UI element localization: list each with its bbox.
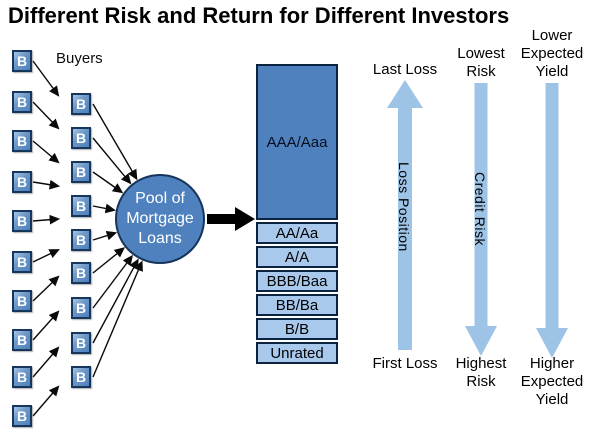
axis-label-line: Lowest: [457, 45, 505, 62]
tranche-row-unrated: Unrated: [256, 342, 338, 364]
buyer-arrow-right-7: [92, 254, 133, 309]
axis-label-line: Higher: [529, 355, 575, 372]
axis-label-line: Expected: [520, 373, 584, 390]
tranche-row-a-a: A/A: [256, 246, 338, 268]
buyer-arrow-left-3: [32, 140, 60, 164]
pool-text-line: Loans: [138, 230, 182, 247]
buyer-node-right-3: B: [71, 161, 91, 183]
tranche-row-aaa-aaa: AAA/Aaa: [256, 64, 338, 220]
axis-label-line: Yield: [535, 391, 569, 408]
buyer-node-left-6: B: [12, 251, 32, 273]
pool-to-tranches-arrow: [207, 207, 255, 231]
axis-label-line: Yield: [535, 63, 569, 80]
tranche-row-bbb-baa: BBB/Baa: [256, 270, 338, 292]
buyer-arrow-right-4: [92, 203, 116, 214]
buyer-node-left-3: B: [12, 130, 32, 152]
buyer-node-left-1: B: [12, 50, 32, 72]
buyer-arrow-right-9: [92, 260, 143, 378]
axis-label-line: Risk: [466, 63, 496, 80]
buyer-node-right-2: B: [71, 127, 91, 149]
buyer-arrow-right-5: [92, 230, 118, 241]
buyer-arrow-left-1: [32, 60, 60, 97]
buyer-arrow-left-5: [32, 214, 61, 225]
axis-arrow-text-loss-position: Loss Position: [396, 162, 412, 252]
buyer-arrow-right-2: [92, 137, 132, 185]
buyer-node-left-8: B: [12, 329, 32, 351]
buyers-label: Buyers: [56, 50, 103, 67]
buyer-arrow-left-10: [32, 385, 60, 417]
diagram-title: Different Risk and Return for Different …: [8, 3, 510, 28]
buyer-node-right-8: B: [71, 332, 91, 354]
axis-arrow-text-credit-risk: Credit Risk: [472, 172, 488, 246]
axis-label-line: Lower: [531, 27, 573, 44]
axis-label-line: First Loss: [372, 355, 438, 372]
buyer-flow-arrows: [32, 60, 143, 417]
buyer-node-right-7: B: [71, 297, 91, 319]
buyer-node-right-1: B: [71, 93, 91, 115]
pool-of-mortgage-loans-circle: Pool of Mortgage Loans: [115, 174, 205, 264]
tranche-row-aa-aa: AA/Aa: [256, 222, 338, 244]
buyer-node-right-9: B: [71, 366, 91, 388]
buyer-arrow-left-9: [32, 346, 60, 378]
axis-arrow-expected-yield: [536, 83, 568, 358]
buyer-node-right-6: B: [71, 262, 91, 284]
buyer-arrow-left-4: [32, 179, 61, 190]
axis-arrow-credit-risk: [465, 83, 497, 356]
buyer-arrow-left-8: [32, 310, 60, 341]
tranche-row-b-b: B/B: [256, 318, 338, 340]
axis-arrows: [387, 80, 568, 358]
buyer-arrow-right-6: [92, 247, 126, 274]
buyer-node-left-4: B: [12, 171, 32, 193]
buyer-node-left-9: B: [12, 366, 32, 388]
buyer-node-left-7: B: [12, 290, 32, 312]
axis-1-top-label: Last Loss: [373, 61, 437, 79]
tranche-row-bb-ba: BB/Ba: [256, 294, 338, 316]
pool-text-line: Pool of: [135, 190, 185, 207]
buyer-node-left-2: B: [12, 91, 32, 113]
pool-text-line: Mortgage: [126, 210, 194, 227]
buyer-arrow-right-8: [92, 258, 139, 344]
pool-to-tranches-arrow-shape: [207, 207, 255, 231]
buyer-arrow-left-6: [32, 249, 60, 263]
buyer-node-left-5: B: [12, 210, 32, 232]
axis-label-line: Last Loss: [372, 61, 438, 78]
buyer-arrow-right-3: [92, 171, 124, 194]
buyer-arrow-left-7: [32, 275, 60, 302]
axis-1-bottom-label: First Loss: [372, 355, 437, 373]
axis-label-line: Risk: [466, 373, 496, 390]
buyer-arrow-right-1: [92, 103, 138, 181]
axis-arrow-loss-position: [387, 80, 423, 350]
buyer-node-right-4: B: [71, 195, 91, 217]
axis-label-line: Highest: [455, 355, 507, 372]
buyer-arrow-left-2: [32, 101, 60, 130]
axis-label-line: Expected: [520, 45, 584, 62]
buyer-node-left-10: B: [12, 405, 32, 427]
buyer-node-right-5: B: [71, 229, 91, 251]
